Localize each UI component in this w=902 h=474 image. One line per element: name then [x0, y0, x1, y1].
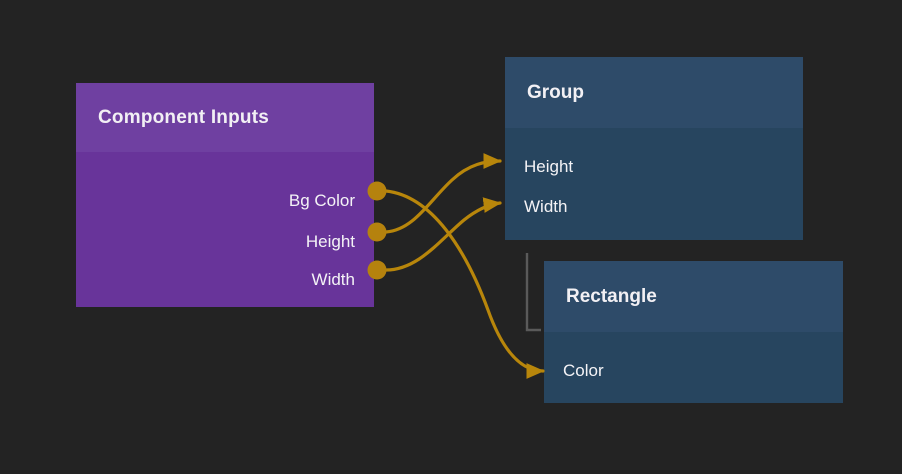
node-rectangle[interactable]: Rectangle Color	[544, 261, 843, 403]
port-label: Color	[563, 361, 604, 380]
port-row-color[interactable]: Color	[563, 361, 604, 381]
port-label: Bg Color	[288, 191, 355, 210]
port-label: Width	[524, 197, 568, 216]
node-title: Rectangle	[566, 285, 657, 307]
port-label: Height	[305, 232, 355, 251]
edge-height-to-height	[384, 153, 502, 234]
port-row-width[interactable]: Width	[312, 270, 355, 290]
port-row-height[interactable]: Height	[306, 232, 355, 252]
port-label: Height	[524, 157, 574, 176]
edge-width-to-width	[384, 197, 502, 272]
node-title: Group	[527, 81, 584, 103]
node-group[interactable]: Group Height Width	[505, 57, 803, 240]
port-row-width[interactable]: Width	[524, 197, 567, 217]
node-header-component-inputs[interactable]: Component Inputs	[76, 83, 374, 152]
port-row-height[interactable]: Height	[524, 157, 573, 177]
node-title: Component Inputs	[98, 106, 270, 128]
node-header-rectangle[interactable]: Rectangle	[544, 261, 843, 332]
node-component-inputs[interactable]: Component Inputs Bg Color Height Width	[76, 83, 374, 307]
port-row-bg-color[interactable]: Bg Color	[289, 191, 355, 211]
node-header-group[interactable]: Group	[505, 57, 803, 128]
port-label: Width	[311, 270, 355, 289]
